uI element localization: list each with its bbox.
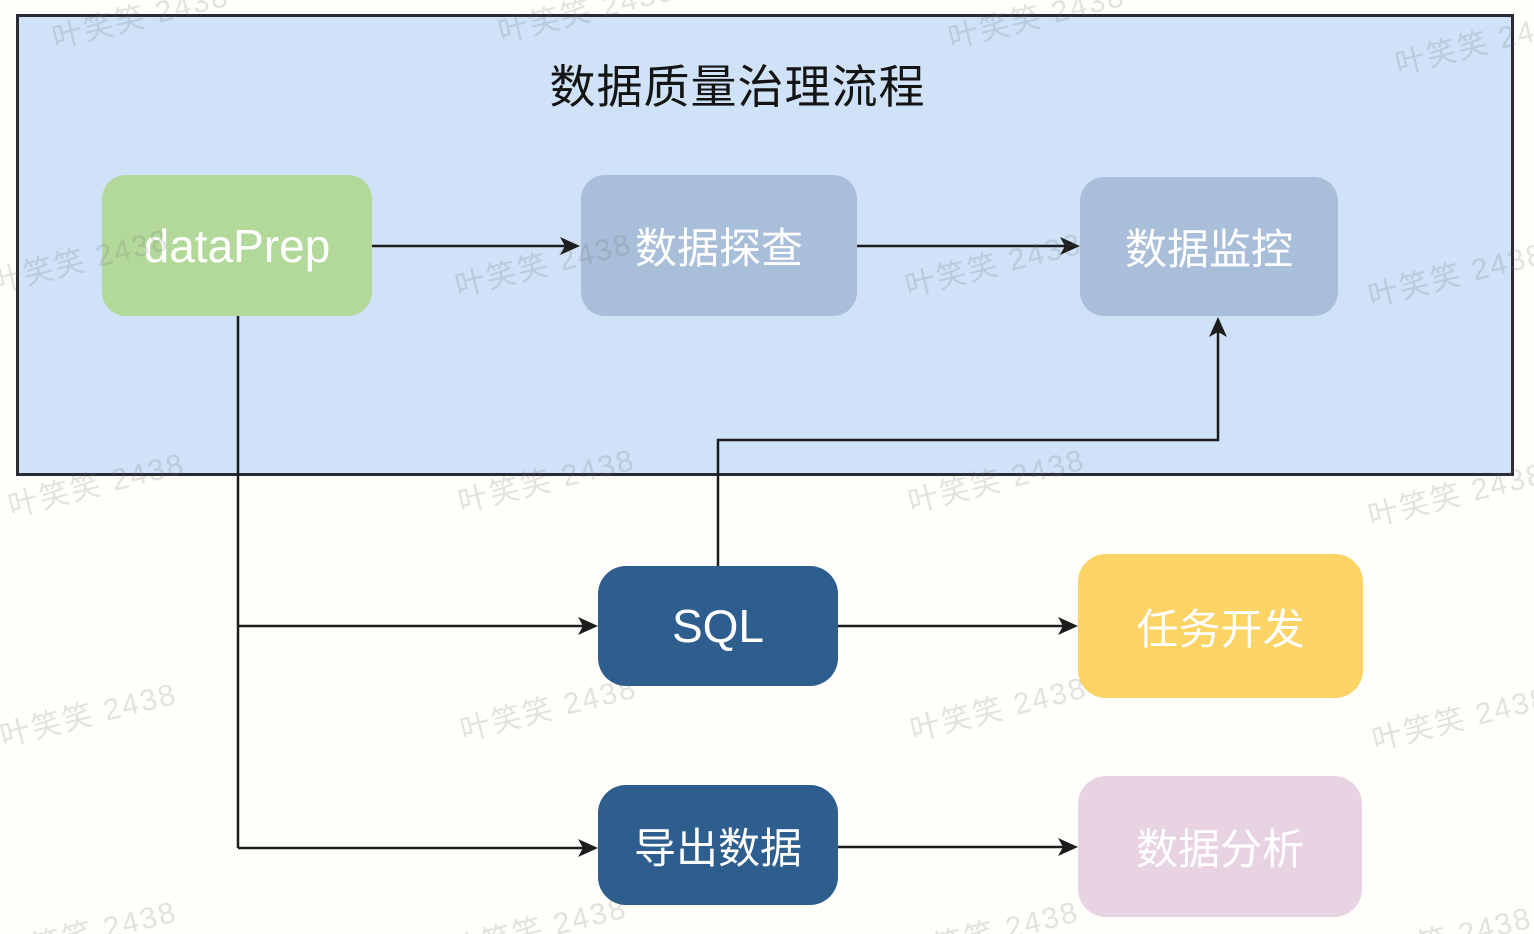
node-sql-label: SQL [671, 600, 765, 652]
node-data-monitor-label: 数据监控 [1124, 226, 1293, 273]
node-sql: SQL [598, 566, 838, 686]
arrowhead-taskdev [1058, 617, 1078, 635]
diagram-title: 数据质量治理流程 [549, 61, 926, 113]
watermark-text: 叶笑笑 2438 [0, 895, 181, 934]
node-data-analysis-label: 数据分析 [1135, 826, 1304, 873]
node-data-analysis: 数据分析 [1078, 776, 1362, 917]
node-data-explore-label: 数据探查 [634, 225, 803, 272]
node-data-explore: 数据探查 [581, 175, 857, 316]
node-data-export-label: 导出数据 [633, 824, 802, 872]
watermark-text: 叶笑笑 2438 [0, 677, 181, 754]
watermark-text: 叶笑笑 2438 [906, 671, 1091, 748]
watermark-text: 叶笑笑 2438 [898, 895, 1083, 934]
arrowhead-sql [578, 617, 598, 635]
node-task-dev-label: 任务开发 [1136, 605, 1305, 653]
watermark-text: 叶笑笑 2438 [1350, 893, 1534, 934]
node-data-monitor: 数据监控 [1080, 177, 1338, 316]
node-task-dev: 任务开发 [1078, 554, 1363, 698]
node-dataprep: dataPrep [102, 175, 372, 316]
node-dataprep-label: dataPrep [143, 219, 331, 272]
watermark-text: 叶笑笑 2438 [1368, 681, 1534, 758]
arrowhead-export [578, 839, 598, 857]
arrowhead-analysis [1058, 838, 1078, 856]
node-data-export: 导出数据 [598, 785, 838, 905]
